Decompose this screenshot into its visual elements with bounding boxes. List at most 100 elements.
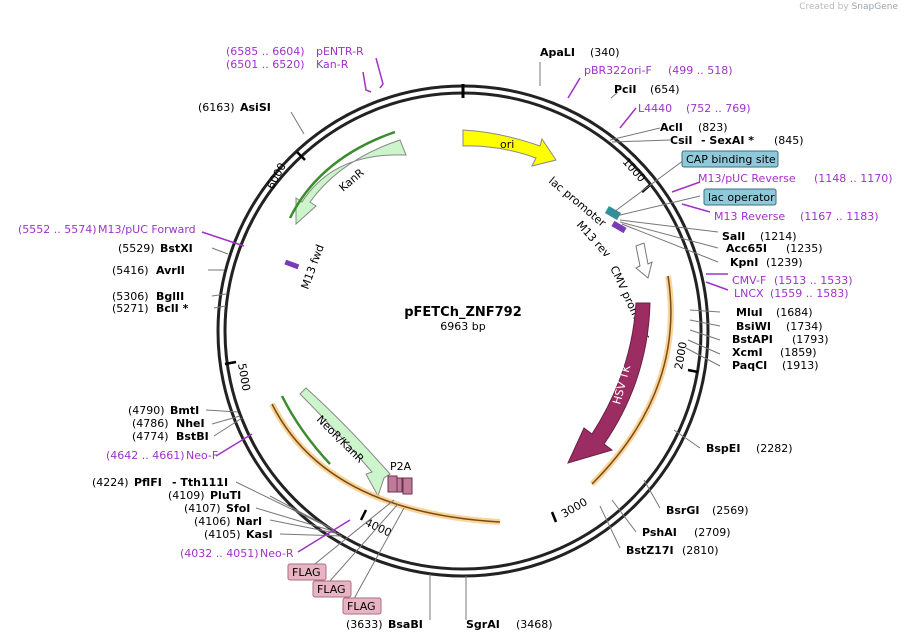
svg-text:Acc65I: Acc65I xyxy=(726,242,767,255)
svg-text:(3468): (3468) xyxy=(516,618,553,631)
svg-text:- Tth111I: - Tth111I xyxy=(172,476,228,489)
svg-text:(6163): (6163) xyxy=(198,101,235,114)
svg-text:Kan-R: Kan-R xyxy=(316,58,349,71)
cap-binding-site-label: CAP binding site xyxy=(686,153,776,166)
snapgene-credit: Created by SnapGene xyxy=(799,2,898,12)
svg-text:BstBI: BstBI xyxy=(176,430,209,443)
svg-text:(4105): (4105) xyxy=(204,528,241,541)
orf-arc-right-core xyxy=(591,275,672,485)
enzyme-labels-left: (6163) AsiSI (5529) BstXI (5416) AvrII (… xyxy=(92,101,423,631)
flag-label-1: FLAG xyxy=(292,566,321,579)
svg-text:(1148 .. 1170): (1148 .. 1170) xyxy=(814,172,893,185)
svg-text:(752 .. 769): (752 .. 769) xyxy=(686,102,751,115)
cap-binding-site-box xyxy=(681,150,779,168)
svg-text:L4440: L4440 xyxy=(638,102,672,115)
svg-text:pBR322ori-F: pBR322ori-F xyxy=(584,64,652,77)
svg-text:Neo-R: Neo-R xyxy=(260,547,294,560)
svg-text:(1559 .. 1583): (1559 .. 1583) xyxy=(770,287,849,300)
orf-arc-left-core xyxy=(271,403,501,523)
svg-text:BsrGI: BsrGI xyxy=(666,504,699,517)
p2a-feature[interactable] xyxy=(387,475,413,495)
kanr-feature[interactable] xyxy=(295,139,407,226)
svg-text:(1684): (1684) xyxy=(776,306,813,319)
svg-text:(4790): (4790) xyxy=(128,404,165,417)
svg-text:(2569): (2569) xyxy=(712,504,749,517)
svg-text:BstAPI: BstAPI xyxy=(732,333,773,346)
neokanr-orf-bar xyxy=(280,395,331,465)
svg-text:pENTR-R: pENTR-R xyxy=(316,45,364,58)
credit-brand: SnapGene xyxy=(851,2,898,12)
connector-lines xyxy=(205,62,721,620)
svg-text:(5529): (5529) xyxy=(118,242,155,255)
flag-label-2: FLAG xyxy=(317,583,346,596)
kanr-orf-bar xyxy=(288,130,396,219)
svg-text:CMV-F: CMV-F xyxy=(732,274,766,287)
svg-text:(499 .. 518): (499 .. 518) xyxy=(668,64,733,77)
enzyme-labels-right: ApaLI (340) PciI (654) AclI (823) CsiI -… xyxy=(466,46,829,631)
svg-text:(340): (340) xyxy=(590,46,620,59)
svg-text:NheI: NheI xyxy=(176,417,205,430)
svg-text:(4786): (4786) xyxy=(132,417,169,430)
svg-text:(2709): (2709) xyxy=(694,526,731,539)
svg-text:(4224): (4224) xyxy=(92,476,129,489)
svg-text:(1167 .. 1183): (1167 .. 1183) xyxy=(800,210,879,223)
svg-text:LNCX: LNCX xyxy=(734,287,764,300)
svg-text:PflFI: PflFI xyxy=(134,476,162,489)
lac-operator-box xyxy=(703,188,777,206)
svg-text:(1235): (1235) xyxy=(786,242,823,255)
svg-text:SalI: SalI xyxy=(722,230,745,243)
svg-text:(4774): (4774) xyxy=(132,430,169,443)
svg-text:(5416): (5416) xyxy=(112,264,149,277)
svg-text:(4106): (4106) xyxy=(194,515,231,528)
svg-text:SfoI: SfoI xyxy=(226,502,250,515)
svg-text:PluTI: PluTI xyxy=(210,489,241,502)
m13fwd-label: M13 fwd xyxy=(299,243,327,291)
svg-text:(654): (654) xyxy=(650,83,680,96)
svg-text:BglII: BglII xyxy=(156,290,184,303)
svg-text:(4642 .. 4661): (4642 .. 4661) xyxy=(106,449,185,462)
svg-text:Neo-F: Neo-F xyxy=(186,449,218,462)
svg-text:(4109): (4109) xyxy=(168,489,205,502)
svg-text:(1859): (1859) xyxy=(780,346,817,359)
svg-text:PaqCI: PaqCI xyxy=(732,359,767,372)
svg-text:(4032 .. 4051): (4032 .. 4051) xyxy=(180,547,259,560)
svg-text:KasI: KasI xyxy=(246,528,273,541)
svg-text:AvrII: AvrII xyxy=(156,264,185,277)
tick-3000: 3000 xyxy=(559,495,590,520)
svg-text:(4107): (4107) xyxy=(184,502,221,515)
svg-text:BstZ17I: BstZ17I xyxy=(626,544,674,557)
primer-markers xyxy=(201,57,729,553)
neokanr-feature[interactable] xyxy=(299,387,391,498)
svg-text:(5271): (5271) xyxy=(112,302,149,315)
flag-label-3: FLAG xyxy=(347,600,376,613)
cmv-promoter-feature[interactable] xyxy=(635,242,653,279)
svg-text:(1239): (1239) xyxy=(766,256,803,269)
svg-text:M13/pUC Reverse: M13/pUC Reverse xyxy=(698,172,796,185)
svg-text:KpnI: KpnI xyxy=(730,256,758,269)
svg-text:(5306): (5306) xyxy=(112,290,149,303)
hsvtk-feature[interactable] xyxy=(567,302,651,464)
svg-text:MluI: MluI xyxy=(736,306,763,319)
tick-1000: 1000 xyxy=(620,155,648,185)
ori-feature[interactable] xyxy=(462,129,557,167)
svg-text:(823): (823) xyxy=(698,121,728,134)
svg-text:(1734): (1734) xyxy=(786,320,823,333)
svg-text:(6501 .. 6520): (6501 .. 6520) xyxy=(226,58,305,71)
svg-text:BsaBI: BsaBI xyxy=(388,618,423,631)
svg-text:(3633): (3633) xyxy=(346,618,383,631)
svg-text:BstXI: BstXI xyxy=(160,242,193,255)
orf-arc-left xyxy=(269,402,501,525)
m13rev-feature xyxy=(611,220,627,234)
svg-text:(845): (845) xyxy=(774,134,804,147)
svg-text:(2810): (2810) xyxy=(682,544,719,557)
lac-promoter-feature xyxy=(604,206,622,220)
svg-text:CsiI: CsiI xyxy=(670,134,692,147)
credit-prefix: Created by xyxy=(799,2,849,12)
svg-text:AclI: AclI xyxy=(660,121,683,134)
m13fwd-feature xyxy=(284,259,300,270)
plasmid-length: 6963 bp xyxy=(440,320,485,333)
svg-text:SgrAI: SgrAI xyxy=(466,618,500,631)
svg-text:(1913): (1913) xyxy=(782,359,819,372)
p2a-label: P2A xyxy=(390,460,412,473)
